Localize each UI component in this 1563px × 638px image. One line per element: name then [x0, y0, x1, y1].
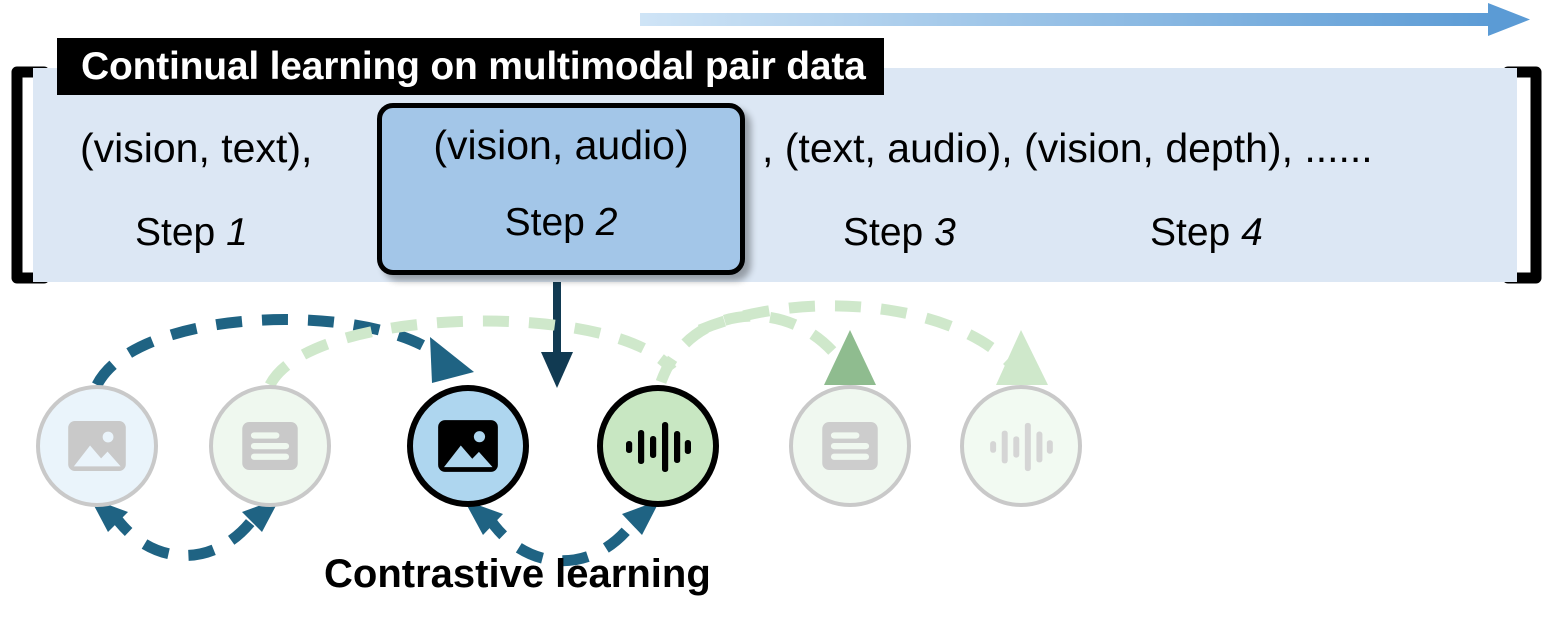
- current-step-label: Step 2: [504, 201, 618, 244]
- time-progress-arrow: [640, 3, 1530, 36]
- image-icon: [68, 421, 126, 471]
- text-icon: [822, 421, 878, 471]
- step2-to-encoders-arrow: [541, 278, 573, 388]
- current-step-pair: (vision, audio): [433, 122, 689, 168]
- audio-wave-icon: [990, 422, 1053, 472]
- arc-text-to-audio: [265, 315, 677, 388]
- contrastive-learning-caption: Contrastive learning: [324, 552, 711, 596]
- step-label-row: Step 1 Step 3 Step 4: [0, 205, 1563, 261]
- pair-sequence-row: (vision, text), , (text, audio), (vision…: [0, 118, 1563, 178]
- modality-circle-image-active[interactable]: [407, 385, 529, 507]
- modality-circle-text-faded-2[interactable]: [789, 385, 911, 507]
- arc-audio-to-audio-next: [697, 300, 1048, 385]
- arc-vision-old-to-new: [92, 314, 474, 388]
- modality-circle-text-faded-1[interactable]: [209, 385, 331, 507]
- modality-circle-audio-faded[interactable]: [960, 385, 1082, 507]
- timeline-panel: [33, 68, 1517, 282]
- modality-circle-audio-active[interactable]: [597, 385, 719, 507]
- page-title: Continual learning on multimodal pair da…: [57, 38, 884, 95]
- page-title-text: Continual learning on multimodal pair da…: [81, 44, 866, 88]
- current-step-card[interactable]: (vision, audio) Step 2: [377, 103, 745, 275]
- step-label-4: Step 4: [1150, 211, 1263, 254]
- contrastive-arc-left: [90, 498, 280, 561]
- pair-text-prefix: (vision, text),: [80, 125, 313, 171]
- text-icon: [242, 421, 298, 471]
- image-icon: [438, 420, 498, 472]
- step-label-1: Step 1: [135, 211, 248, 254]
- modality-circle-image-faded-1[interactable]: [36, 385, 158, 507]
- pair-text-suffix: , (text, audio), (vision, depth), ......: [762, 125, 1373, 171]
- arc-audio-to-text-next: [655, 310, 876, 385]
- audio-wave-icon: [626, 422, 691, 472]
- step-label-3: Step 3: [843, 211, 956, 254]
